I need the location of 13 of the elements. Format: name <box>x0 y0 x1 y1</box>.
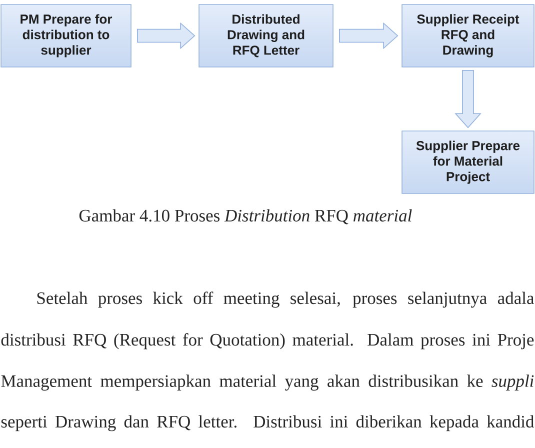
paragraph-text: Setelah proses kick off meeting selesai, proses selanjutnya adala distribusi RFQ (Request for Quotation) material. Dalam proses ini Proje Management mempersiapkan material yang akan distribusikan ke suppli seperti Drawing dan RFQ letter. Distribusi ini diberikan kepada kandid <box>1 292 534 432</box>
process-box: Supplier Receipt RFQ and Drawing <box>402 4 534 68</box>
process-box: Distributed Drawing and RFQ Letter <box>198 4 334 68</box>
block-arrow <box>454 70 482 128</box>
figure-caption: Gambar 4.10 Proses Distribution RFQ material <box>79 209 412 224</box>
label: Management mempersiapkan material yang akan distribusikan ke suppli <box>1 374 534 391</box>
block-arrow <box>137 22 196 50</box>
process-box: Supplier Prepare for Material Project <box>402 130 534 194</box>
label: distribusi RFQ (Request for Quotation) material. Dalam proses ini Proje <box>1 333 534 350</box>
block-arrow <box>339 22 398 50</box>
label: seperti Drawing dan RFQ letter. Distribusi ini diberikan kepada kandid <box>1 415 534 432</box>
label: Setelah proses kick off meeting selesai, proses selanjutnya adala <box>37 292 534 308</box>
process-box: PM Prepare for distribution to supplier <box>0 4 132 68</box>
